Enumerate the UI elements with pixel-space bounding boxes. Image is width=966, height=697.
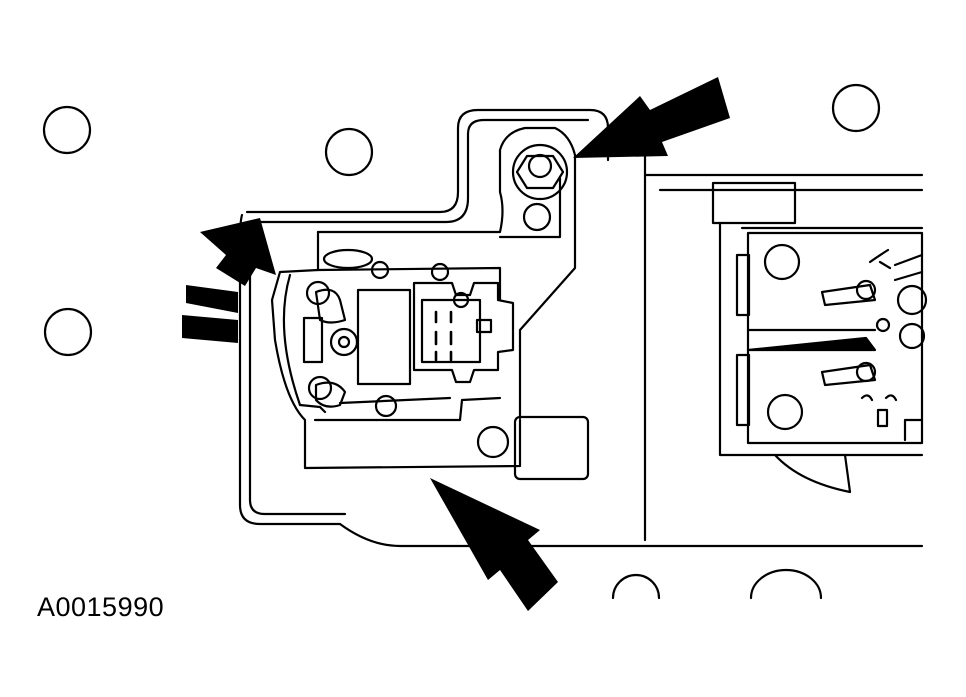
- arrow-left-dash-2: [182, 315, 238, 343]
- electrical-connector: [412, 281, 515, 384]
- bolt-head: [515, 154, 565, 190]
- mounting-holes: [42, 83, 881, 600]
- relay-tab: [711, 181, 797, 225]
- relay-hole-lower: [766, 393, 804, 431]
- hole-left: [43, 307, 93, 357]
- hole-top-mid: [324, 127, 374, 177]
- hole-bottom-right: [749, 568, 823, 600]
- pivot-inner: [337, 335, 351, 349]
- arrow-top-right-icon: [573, 77, 730, 158]
- callout-arrows: [182, 77, 730, 611]
- arrow-left-icon: [200, 218, 276, 286]
- bracket-hole: [522, 202, 552, 232]
- top-ellipse: [322, 248, 374, 270]
- arrow-left-dash-1: [186, 285, 238, 313]
- relay-hole-upper: [763, 243, 801, 281]
- sensor-module: [270, 230, 590, 481]
- hole-top-left: [42, 105, 92, 155]
- right-relay-assembly: [711, 181, 928, 494]
- bolt-washer: [511, 143, 569, 201]
- hole-top-right: [831, 83, 881, 133]
- module-hole: [476, 425, 510, 459]
- backing-plate: [238, 108, 924, 548]
- figure-reference-code: A0015990: [37, 592, 165, 622]
- pivot-outer: [329, 327, 359, 357]
- mounting-bracket: [316, 126, 577, 420]
- sensor-window: [356, 288, 412, 386]
- arrow-bottom-icon: [430, 478, 558, 611]
- hole-bottom-mid: [611, 573, 661, 600]
- side-block: [513, 415, 590, 481]
